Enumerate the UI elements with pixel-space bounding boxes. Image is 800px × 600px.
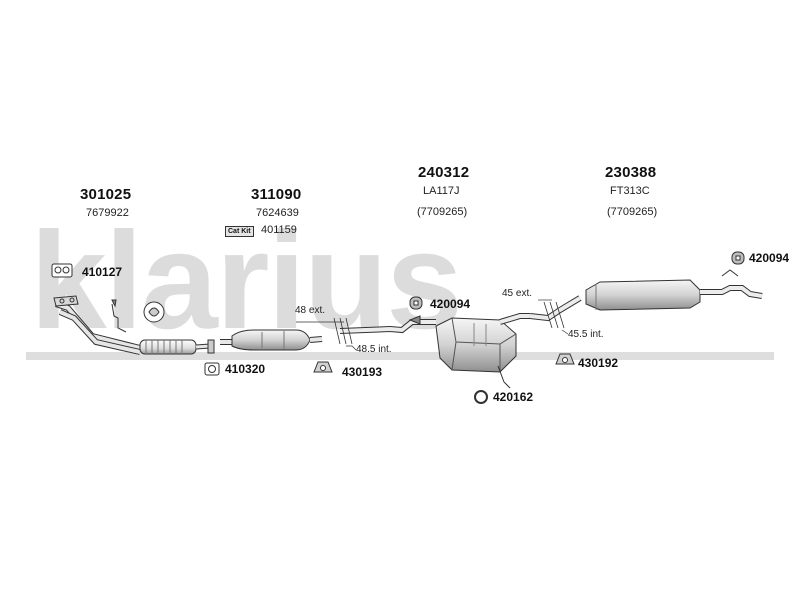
fitting-430193: 430193: [342, 365, 383, 379]
gasket-icon: [51, 263, 73, 278]
fitting-420094: 420094: [749, 251, 790, 265]
dimension-label: 45 ext.: [502, 288, 533, 299]
part-reference: 7679922: [86, 207, 129, 219]
oe-reference: (7709265): [607, 206, 658, 218]
mounting-rubber-icon: [731, 251, 745, 265]
dimension-label: 48 ext.: [295, 305, 326, 316]
cat-kit-badge: Cat Kit: [225, 226, 254, 237]
fitting-410320: 410320: [225, 362, 266, 376]
part-number-301025: 301025: [80, 186, 132, 203]
cat-kit-number: 401159: [261, 224, 297, 236]
dimension-marker: [538, 299, 569, 335]
sensor-icon: [143, 301, 165, 323]
fitting-430192: 430192: [578, 356, 619, 370]
hanger-icon: [313, 361, 333, 373]
fitting-420094: 420094: [430, 297, 471, 311]
catalytic-converter-311090: [220, 329, 323, 351]
dimension-marker: [296, 317, 357, 351]
part-number-311090: 311090: [251, 186, 302, 203]
dimension-label: 48.5 int.: [356, 344, 392, 355]
centre-silencer-240312: [435, 313, 530, 389]
part-reference: LA117J: [423, 185, 460, 197]
gasket-icon: [204, 362, 220, 376]
part-reference: FT313C: [610, 185, 650, 197]
rear-silencer-230388: [585, 269, 763, 311]
ring-icon: [474, 390, 488, 404]
hanger-icon: [555, 353, 575, 365]
oe-reference: (7709265): [417, 206, 468, 218]
intermediate-pipe: [339, 315, 436, 334]
fitting-420162: 420162: [493, 390, 534, 404]
front-pipe-301025: [53, 295, 215, 355]
watermark-bar: [26, 352, 774, 360]
part-reference: 7624639: [256, 207, 299, 219]
dimension-label: 45.5 int.: [568, 329, 604, 340]
part-number-240312: 240312: [418, 164, 470, 181]
tail-connector-pipe: [529, 295, 582, 322]
mounting-rubber-icon: [409, 296, 423, 310]
part-number-230388: 230388: [605, 164, 657, 181]
fitting-410127: 410127: [82, 265, 123, 279]
